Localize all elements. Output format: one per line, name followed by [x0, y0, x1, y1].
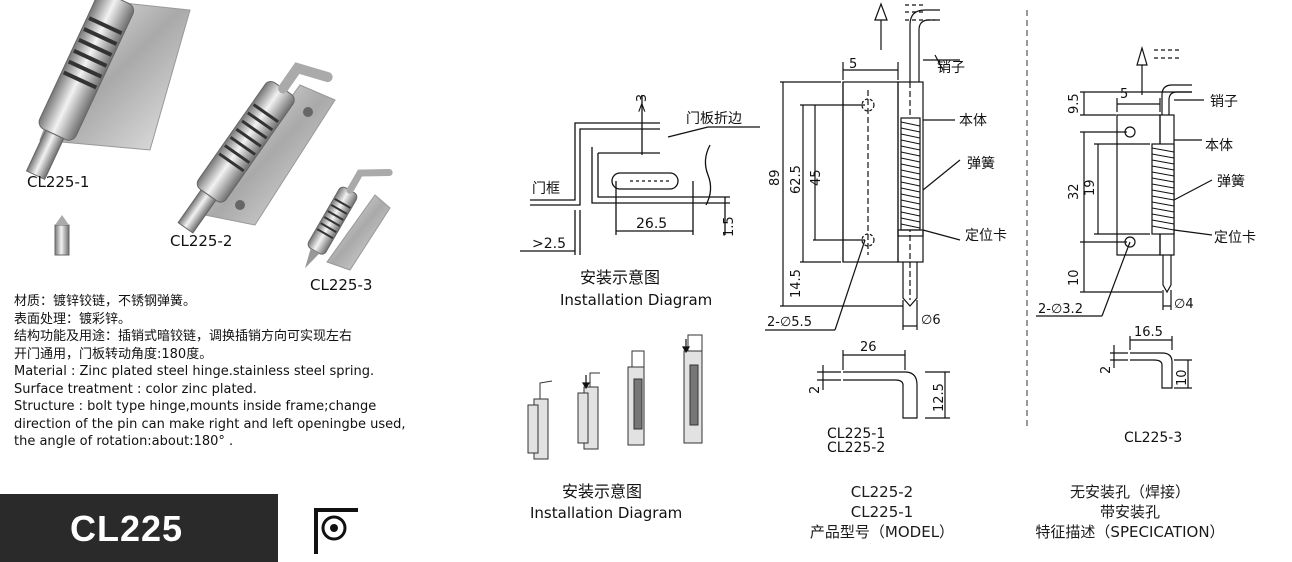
- dim-pin-dia-3: ∅4: [1174, 297, 1194, 312]
- dim-10: 10: [1067, 269, 1082, 286]
- dim-14-5: 14.5: [789, 269, 804, 298]
- label-pin-3: 销子: [1210, 94, 1238, 110]
- model-banner: CL225: [0, 494, 278, 562]
- photo-pin-part: [54, 215, 70, 256]
- label-spring-3: 弹簧: [1217, 174, 1245, 190]
- drawing-cl225-3: 销子 本体 弹簧 定位卡 9.5 5 32 19 10 2-∅3.2 ∅4 16…: [1036, 45, 1256, 446]
- dim-gap: >3: [635, 94, 650, 113]
- label-body-3: 本体: [1205, 138, 1233, 154]
- dim-edge: >2.5: [532, 236, 566, 252]
- column-divider: [1026, 10, 1028, 430]
- desc-en-surface: Surface treatment : color zinc plated.: [14, 381, 257, 397]
- label-door-frame: 门框: [532, 181, 560, 197]
- model-title: CL225: [70, 508, 184, 549]
- label-body: 本体: [959, 113, 987, 129]
- label-spring: 弹簧: [967, 156, 995, 172]
- desc-cn-structure: 结构功能及用途：插销式暗铰链，调换插销方向可实现左右: [14, 329, 353, 344]
- photo-label-cl225-2: CL225-2: [170, 232, 232, 250]
- install-seq-title-cn: 安装示意图: [562, 482, 642, 501]
- dim-thickness: 1.5: [722, 216, 737, 237]
- model-line-1: CL225-2: [850, 483, 914, 501]
- label-pin: 销子: [937, 60, 965, 76]
- dim-5-b: 5: [1120, 87, 1128, 102]
- dim-10-b: 10: [1175, 369, 1190, 386]
- feature-heading: 特征描述（SPECICATION）: [1035, 523, 1225, 541]
- feature-line-1: 无安装孔（焊接）: [1069, 483, 1190, 501]
- dim-32: 32: [1067, 183, 1082, 200]
- label-retainer: 定位卡: [965, 228, 1007, 244]
- desc-en-structure-2: direction of the pin can make right and …: [14, 416, 406, 432]
- dim-89: 89: [768, 169, 783, 186]
- install-seq-title-en: Installation Diagram: [530, 504, 682, 522]
- drawing-label-a: CL225-1: [827, 426, 885, 442]
- desc-en-structure-3: the angle of rotation:about:180° .: [14, 434, 234, 449]
- dim-26: 26: [860, 340, 877, 355]
- dim-holes: 2-∅5.5: [767, 315, 812, 330]
- photo-label-cl225-1: CL225-1: [27, 173, 89, 191]
- photo-cl225-2: [177, 62, 336, 234]
- model-column: CL225-2 CL225-1 产品型号（MODEL）: [782, 482, 982, 542]
- installation-diagram-section: 门框 门板折边 >3 26.5 1.5 >2.5 安装示意图 Installat…: [520, 94, 760, 309]
- product-photos: CL225-1 CL225-2 CL225-3: [25, 0, 393, 294]
- label-retainer-3: 定位卡: [1214, 230, 1256, 246]
- desc-cn-structure-2: 开门通用，门板转动角度:180度。: [14, 346, 213, 362]
- model-line-2: CL225-1: [850, 503, 914, 521]
- drawing-label-3: CL225-3: [1124, 430, 1182, 446]
- dim-pin-dia: ∅6: [921, 313, 941, 328]
- photo-cl225-3: [305, 169, 393, 271]
- desc-cn-surface: 表面处理：镀彩锌。: [14, 311, 132, 327]
- desc-en-structure: Structure : bolt type hinge,mounts insid…: [14, 399, 377, 414]
- description-block: 材质：镀锌铰链，不锈钢弹簧。 表面处理：镀彩锌。 结构功能及用途：插销式暗铰链，…: [14, 293, 424, 451]
- photo-cl225-1: [25, 0, 191, 181]
- dim-5: 5: [849, 57, 857, 72]
- desc-cn-material: 材质：镀锌铰链，不锈钢弹簧。: [14, 294, 197, 309]
- dim-12-5: 12.5: [932, 383, 947, 412]
- photo-label-cl225-3: CL225-3: [310, 276, 372, 294]
- drawing-label-b: CL225-2: [827, 440, 885, 456]
- dim-holes-3: 2-∅3.2: [1038, 302, 1083, 317]
- dim-45: 45: [809, 169, 824, 186]
- installation-sequence: 安装示意图 Installation Diagram: [527, 334, 703, 522]
- install-title-en: Installation Diagram: [560, 291, 712, 309]
- dim-2: 2: [808, 386, 823, 394]
- dim-62-5: 62.5: [789, 165, 804, 194]
- install-title-cn: 安装示意图: [580, 268, 660, 287]
- dim-2-b: 2: [1099, 366, 1114, 374]
- desc-en-material: Material : Zinc plated steel hinge.stain…: [14, 364, 375, 379]
- dim-19: 19: [1083, 179, 1098, 196]
- logo-icon: [314, 508, 358, 554]
- dim-width: 26.5: [636, 216, 667, 232]
- feature-line-2: 带安装孔: [1099, 503, 1160, 521]
- dim-16-5: 16.5: [1134, 325, 1163, 340]
- model-heading: 产品型号（MODEL）: [809, 523, 955, 541]
- dim-9-5: 9.5: [1067, 93, 1082, 114]
- label-door-flange: 门板折边: [686, 111, 742, 127]
- drawing-cl225-1-2: 销子 本体 弹簧 定位卡 5 89 62.5 45 14.5 2-∅5.5 ∅6…: [765, 2, 1007, 456]
- feature-column: 无安装孔（焊接） 带安装孔 特征描述（SPECICATION）: [1010, 482, 1250, 542]
